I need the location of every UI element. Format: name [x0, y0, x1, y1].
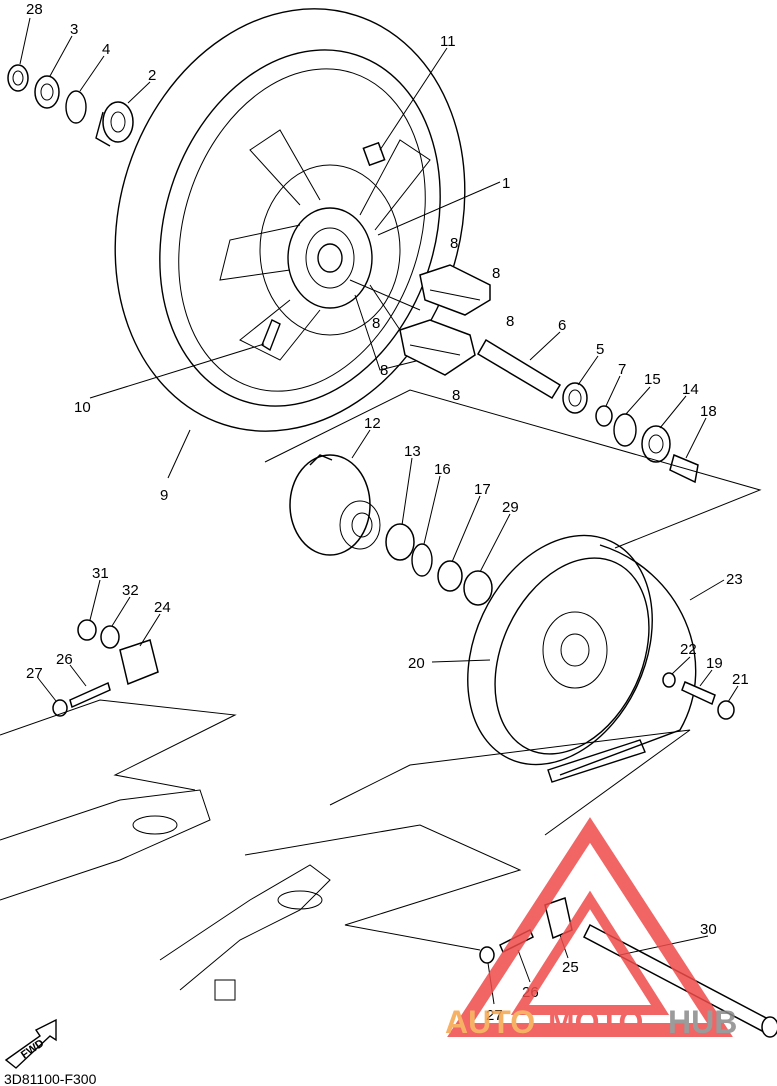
callout-12: 12: [364, 415, 381, 432]
callout-20: 20: [408, 655, 425, 672]
callout-1: 1: [502, 175, 510, 192]
forward-arrow-icon: FWD: [4, 1018, 57, 1069]
watermark-hub: HUB: [668, 1004, 737, 1040]
callout-8-left: 8: [372, 315, 380, 332]
swingarm: [0, 789, 331, 1001]
callout-11: 11: [440, 33, 456, 50]
callout-8-left-bottom: 8: [380, 362, 388, 379]
callout-6: 6: [558, 317, 566, 334]
watermark-moto: MOTO: [548, 1004, 643, 1040]
callout-29: 29: [502, 499, 519, 516]
callout-18: 18: [700, 403, 717, 420]
callout-31: 31: [92, 565, 109, 582]
callout-2: 2: [148, 67, 156, 84]
shaft-and-bearings: [476, 338, 699, 484]
left-bearing-stack: [7, 64, 134, 147]
callout-23: 23: [726, 571, 743, 588]
callout-16: 16: [434, 461, 451, 478]
callout-7: 7: [618, 361, 626, 378]
callout-10: 10: [74, 399, 91, 416]
callout-28: 28: [26, 1, 43, 18]
sprocket-hub: [289, 454, 493, 606]
diagram-code: 3D81100-F300: [4, 1071, 97, 1086]
callout-26-left: 26: [56, 651, 73, 668]
drive-pulley: [467, 534, 735, 783]
callout-27-left: 27: [26, 665, 43, 682]
left-adjuster: [52, 619, 159, 717]
fwd-label: FWD: [19, 1037, 46, 1061]
callout-8-top: 8: [450, 235, 458, 252]
callout-22: 22: [680, 641, 697, 658]
leader-lines: [19, 17, 739, 1005]
callout-3: 3: [70, 21, 78, 38]
callout-8-right-top: 8: [492, 265, 500, 282]
callout-labels: 28 3 4 2 11 1 8 8 8 8 8 8 6 5 7 15 14 18…: [26, 1, 749, 1024]
callout-30: 30: [700, 921, 717, 938]
assembly-boundary-lines: [0, 389, 762, 951]
callout-5: 5: [596, 341, 604, 358]
callout-25: 25: [562, 959, 579, 976]
callout-8-bottom: 8: [452, 387, 460, 404]
watermark-auto: AUTO: [445, 1004, 535, 1040]
callout-9: 9: [160, 487, 168, 504]
callout-4: 4: [102, 41, 110, 58]
callout-27-right: 27: [486, 1007, 503, 1024]
callout-21: 21: [732, 671, 749, 688]
watermark-logo: AUTO MOTO HUB: [445, 817, 737, 1040]
rear-wheel-assembly: [114, 8, 466, 432]
callout-17: 17: [474, 481, 491, 498]
callout-15: 15: [644, 371, 661, 388]
callout-13: 13: [404, 443, 421, 460]
callout-19: 19: [706, 655, 723, 672]
wheel-damper: [349, 264, 491, 376]
callout-14: 14: [682, 381, 699, 398]
callout-24: 24: [154, 599, 171, 616]
callout-8-right: 8: [506, 313, 514, 330]
callout-32: 32: [122, 582, 139, 599]
